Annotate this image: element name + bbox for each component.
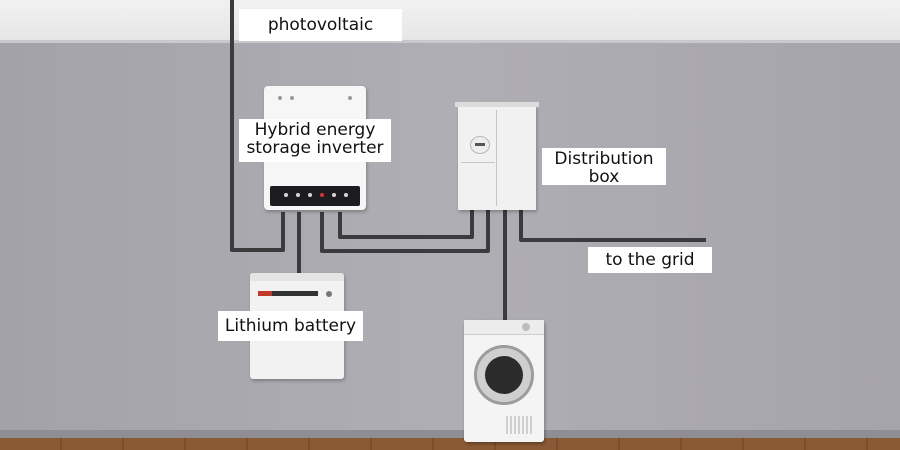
- washer-vent: [506, 416, 534, 434]
- inverter-control-panel: [270, 186, 360, 206]
- label-hybrid-inverter: Hybrid energy storage inverter: [239, 119, 391, 162]
- panel-button: [296, 193, 300, 197]
- label-lithium-battery: Lithium battery: [218, 311, 363, 341]
- washer-door: [474, 345, 534, 405]
- pv-cable: [230, 0, 285, 252]
- inverter-to-box-cable-1: [320, 210, 490, 253]
- indicator-dot: [290, 96, 294, 100]
- label-distribution-box: Distribution box: [542, 148, 666, 186]
- washing-machine: [464, 320, 544, 442]
- battery-stripe: [258, 291, 318, 296]
- panel-button: [332, 193, 336, 197]
- inverter-to-box-cable-2: [338, 210, 474, 239]
- panel-button: [308, 193, 312, 197]
- indicator-dot: [348, 96, 352, 100]
- washer-knob: [522, 323, 530, 331]
- floor: [0, 438, 900, 450]
- door-split: [496, 110, 497, 206]
- door-line: [461, 162, 495, 163]
- distribution-box-top: [455, 102, 539, 107]
- panel-button: [344, 193, 348, 197]
- battery-top: [250, 273, 344, 281]
- panel-led: [320, 193, 324, 197]
- battery-led: [326, 291, 332, 297]
- indicator-dot: [278, 96, 282, 100]
- distribution-box: [455, 102, 539, 210]
- ceiling: [0, 0, 900, 40]
- ceiling-edge: [0, 40, 900, 43]
- panel-button: [284, 193, 288, 197]
- lock-icon: [470, 136, 490, 154]
- label-photovoltaic: photovoltaic: [239, 9, 402, 41]
- baseboard: [0, 430, 900, 438]
- wall: [0, 43, 900, 438]
- label-to-the-grid: to the grid: [588, 247, 712, 273]
- grid-cable: [519, 210, 706, 242]
- washer-glass: [485, 356, 523, 394]
- washer-panel: [464, 320, 544, 335]
